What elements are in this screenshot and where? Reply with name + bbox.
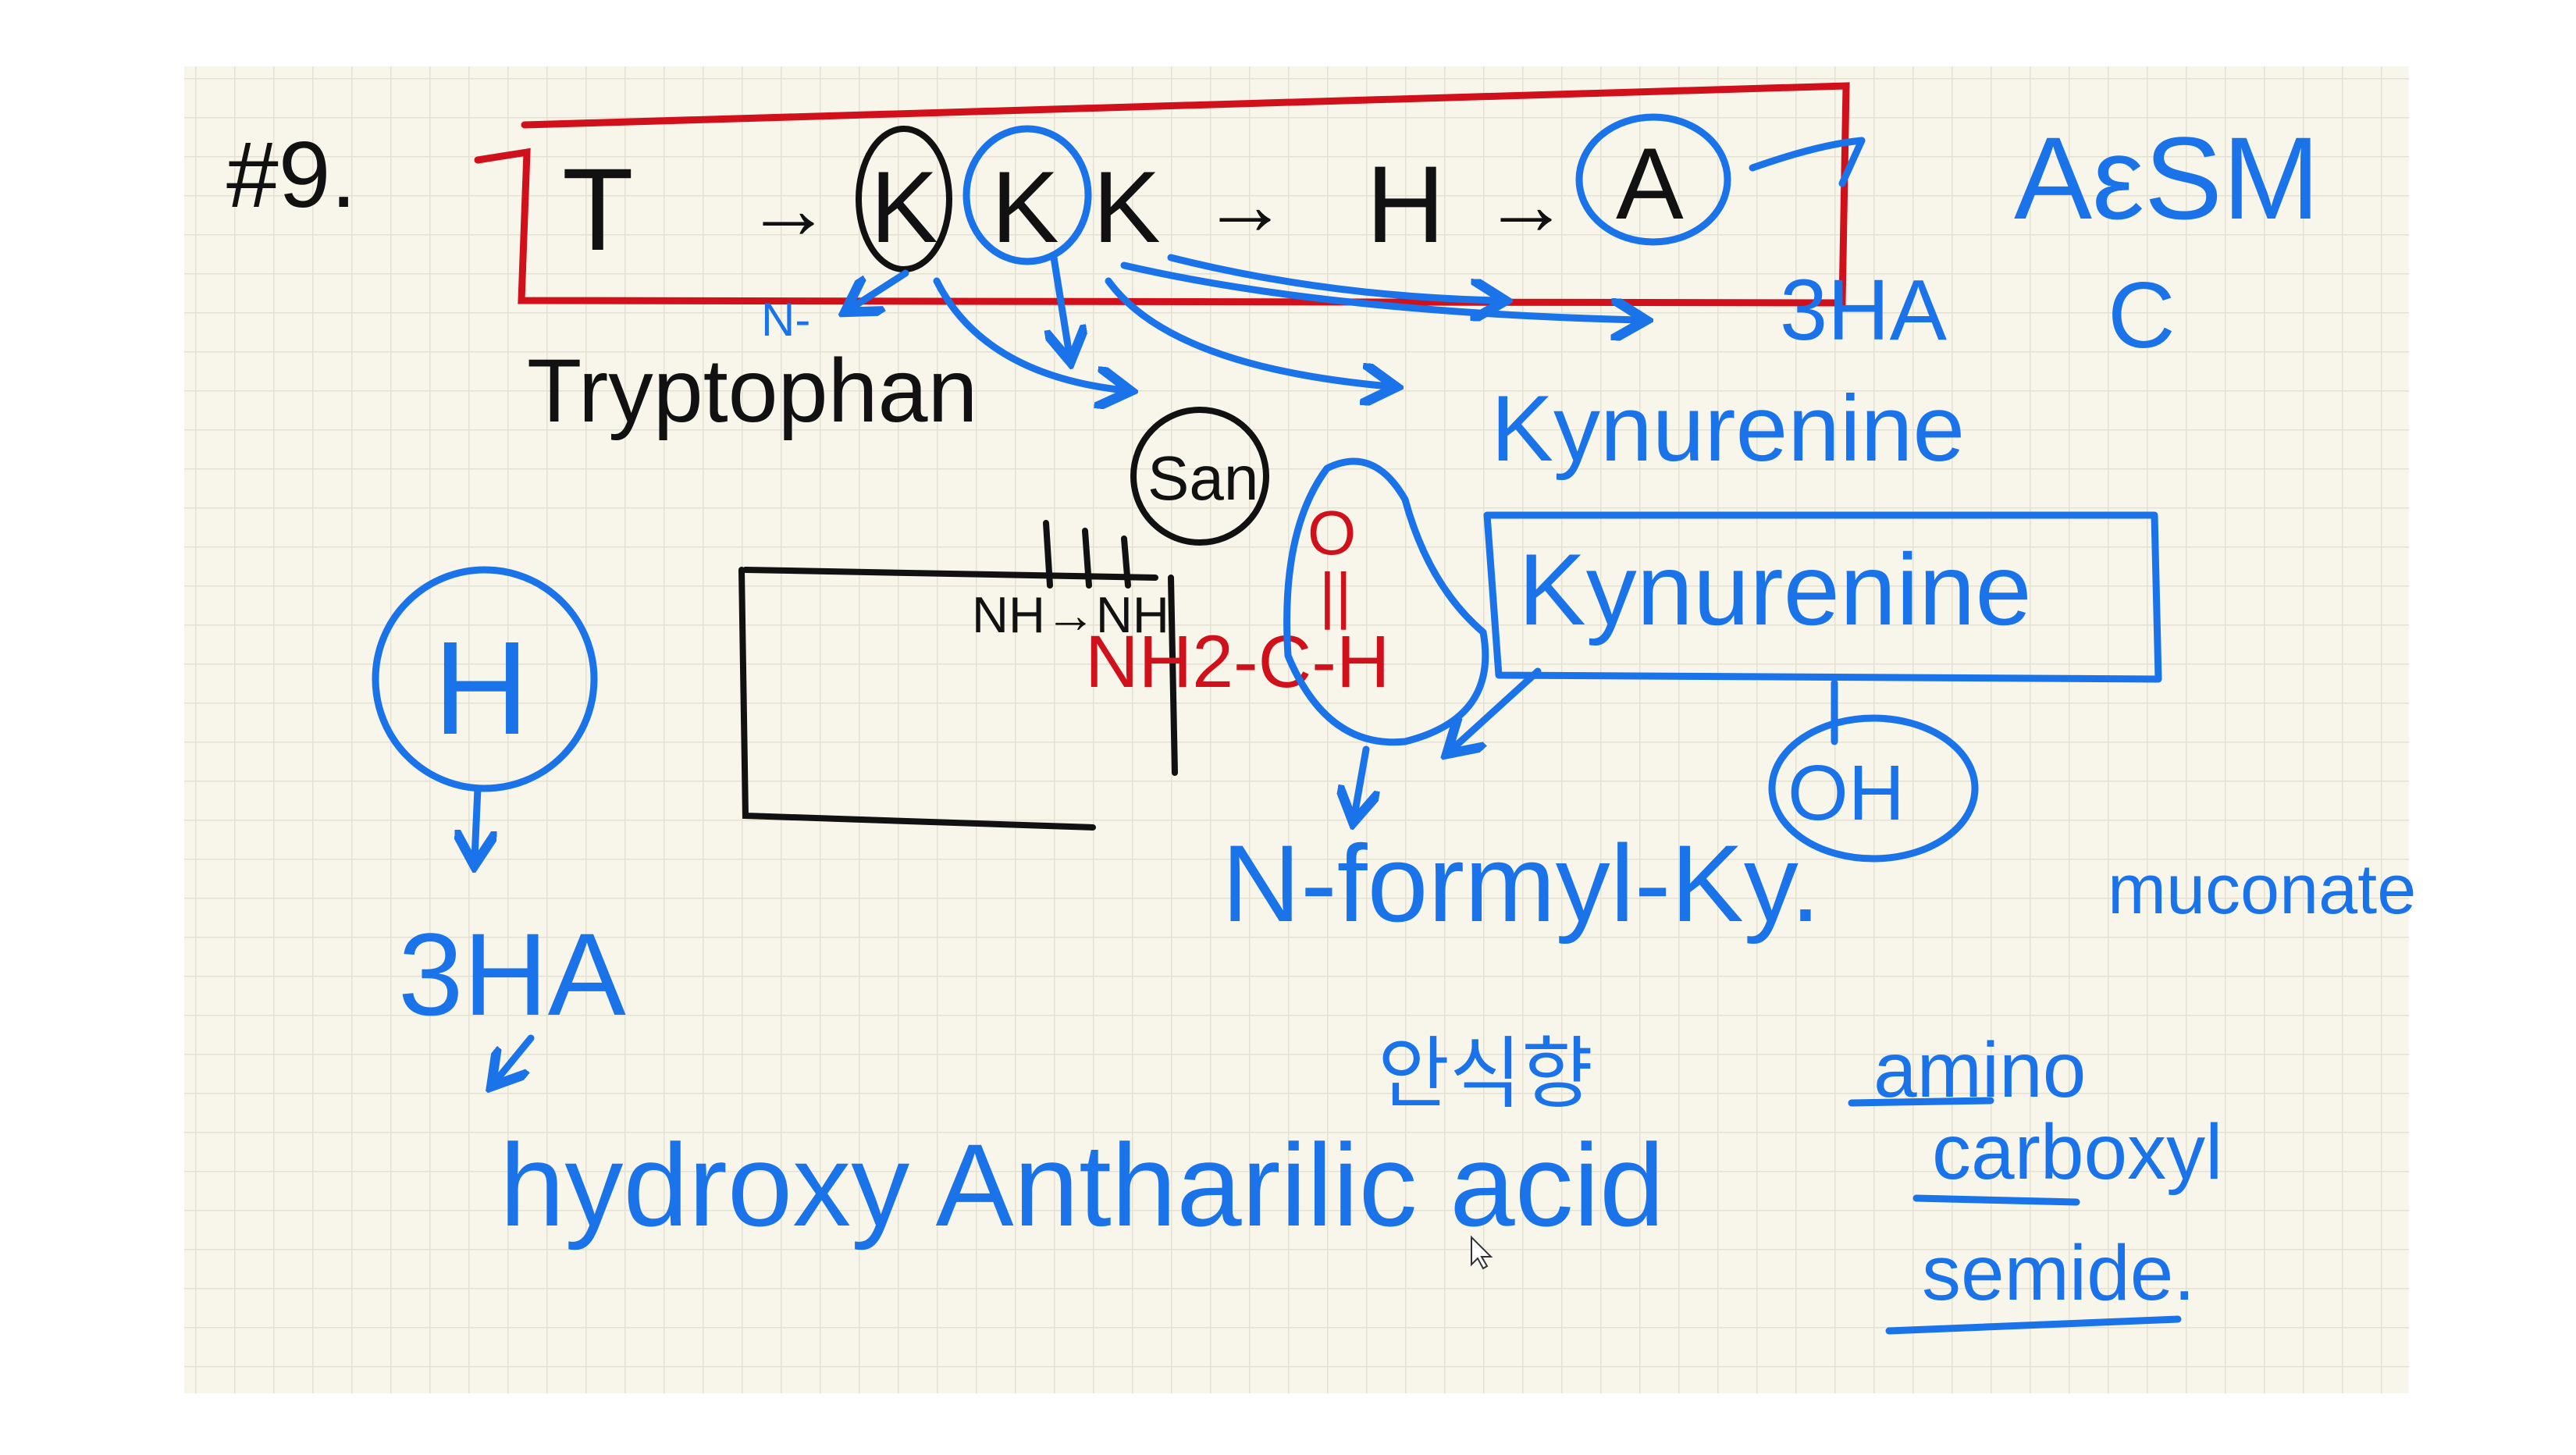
n-label: N-	[761, 293, 810, 346]
san-circle	[1130, 407, 1269, 546]
nh-nh-label: NH→NH	[972, 586, 1169, 643]
semide-underline	[1885, 1315, 2182, 1335]
semide-label: semide.	[1922, 1229, 2195, 1317]
grid	[184, 66, 2409, 1393]
formula-label: NH2-C-H	[1085, 621, 1390, 703]
problem-number: #9.	[226, 123, 357, 227]
svg-text:K: K	[870, 150, 938, 264]
bond-lines	[1043, 520, 1178, 776]
san-label: San	[1147, 443, 1258, 513]
hydroxy-anthranilic-label: hydroxy Antharilic acid	[500, 1119, 1664, 1250]
three-ha-label: 3HA	[398, 909, 626, 1040]
svg-text:T: T	[562, 144, 634, 275]
carboxyl-underline	[1912, 1194, 2080, 1206]
muconate-label: muconate	[2108, 851, 2416, 929]
arrow-down	[1354, 745, 1366, 816]
oh-circle	[1768, 714, 1979, 863]
oh-label: OH	[1788, 749, 1905, 837]
korean-note: 안식향	[1378, 1030, 1593, 1118]
svg-text:H: H	[1366, 143, 1445, 265]
h-circled-label: H	[433, 614, 529, 763]
acsm-label: AεSM	[2014, 112, 2320, 244]
kynurenine-boxed-label: Kynurenine	[1518, 532, 2032, 646]
kynurenine-box	[1483, 511, 2162, 683]
carboxyl-label: carboxyl	[1932, 1108, 2222, 1196]
blue-arrows	[851, 254, 1639, 390]
oxygen-label: O	[1308, 498, 1356, 567]
red-box	[474, 82, 1850, 307]
h-circle	[372, 566, 598, 792]
svg-text:K: K	[1093, 150, 1161, 264]
three-ha-top: 3HA	[1780, 262, 1948, 358]
svg-text:K: K	[991, 150, 1059, 264]
pathway: T → K K K → H → A	[562, 113, 1866, 275]
svg-text:→: →	[1202, 157, 1288, 253]
amino-underline	[1848, 1097, 1994, 1107]
h-down-arrow	[475, 784, 478, 859]
cursor-icon	[1471, 1235, 1493, 1270]
n-formyl-label: N-formyl-Ky.	[1222, 822, 1820, 945]
arrow-down-left	[1452, 667, 1542, 749]
tryptophan-label: Tryptophan	[527, 341, 977, 441]
svg-text:→: →	[1483, 157, 1569, 253]
acsm-c-label: C	[2108, 263, 2176, 368]
double-bond: ||	[1319, 560, 1352, 630]
svg-text:A: A	[1616, 126, 1684, 240]
svg-text:→: →	[745, 161, 831, 257]
three-ha-arrow	[496, 1034, 535, 1081]
kynurenine-label: Kynurenine	[1491, 376, 1965, 481]
